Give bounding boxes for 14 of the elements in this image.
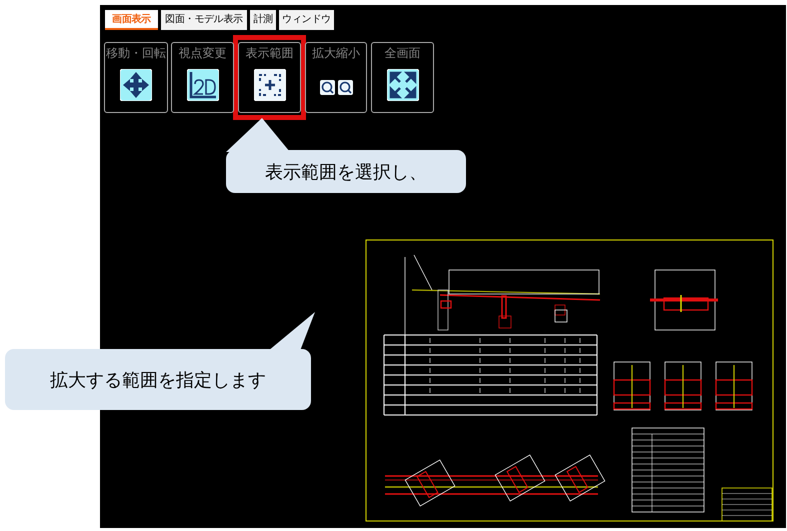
button-label: 移動・回転 bbox=[105, 45, 167, 62]
move-rotate-button bbox=[104, 42, 168, 113]
button-label: 拡大縮小 bbox=[311, 45, 361, 62]
tab: 計測 bbox=[250, 10, 276, 30]
fullscreen-button bbox=[371, 42, 434, 113]
display-range-button bbox=[238, 42, 301, 113]
button-label: 視点変更 bbox=[178, 45, 228, 62]
zoom-button bbox=[305, 42, 367, 113]
view-change-button bbox=[171, 42, 234, 113]
tab: ウィンドウ bbox=[279, 10, 334, 30]
button-label: 表示範囲 bbox=[244, 45, 294, 62]
active-tab: 画面表示 bbox=[105, 10, 158, 30]
button-label: 全画面 bbox=[384, 45, 422, 62]
tab: 図面・モデル表示 bbox=[161, 10, 247, 30]
